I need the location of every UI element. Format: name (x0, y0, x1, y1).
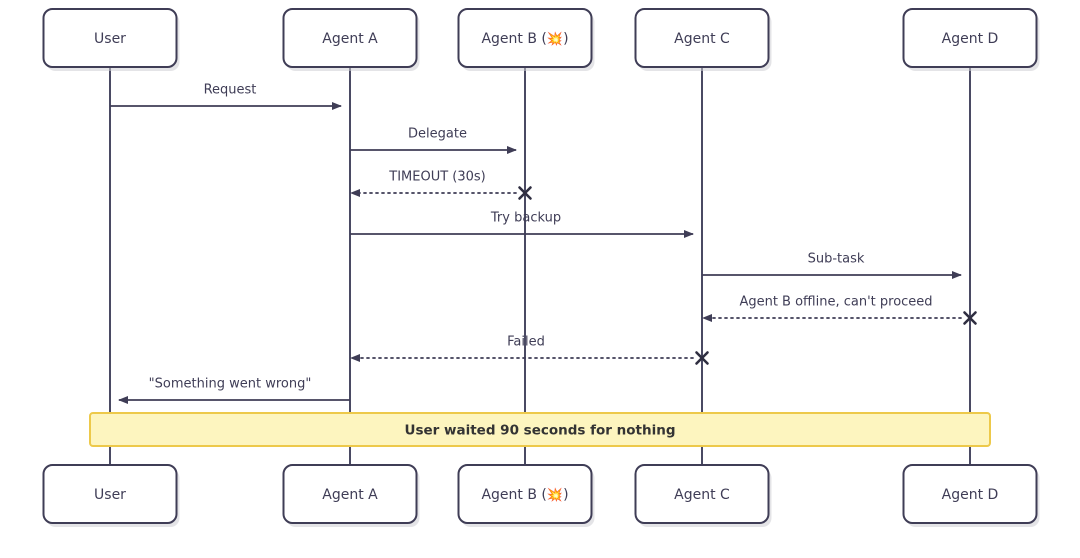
message-arrowhead-m3 (350, 189, 360, 197)
actor-label-agent_d: Agent D (942, 487, 999, 503)
actors-top-group: User Agent A Agent B (💥) Agent C Agent D (42, 8, 1040, 71)
message-label-m5: Sub-task (808, 252, 865, 267)
note-box (89, 412, 991, 447)
message-m3: TIMEOUT (30s) (350, 170, 532, 200)
actor-box-agent_b[interactable] (457, 8, 593, 68)
message-m4: Try backup (350, 211, 694, 238)
message-label-m1: Request (204, 83, 257, 98)
message-label-m3: TIMEOUT (30s) (388, 170, 485, 185)
actor-label-agent_b: Agent B (💥) (481, 487, 568, 504)
cross-icon-m7 (695, 351, 709, 365)
actor-label-user: User (94, 31, 126, 47)
message-label-m4: Try backup (490, 211, 561, 226)
lifelines-group (109, 67, 971, 465)
actor-label-user: User (94, 487, 126, 503)
message-m7: Failed (350, 335, 709, 365)
actor-box-agent_d[interactable] (902, 464, 1038, 524)
note-group: User waited 90 seconds for nothing (89, 412, 991, 447)
actors-bottom-group: User Agent A Agent B (💥) Agent C Agent D (42, 464, 1040, 527)
actor-box-agent_c[interactable] (634, 464, 770, 524)
message-label-m7: Failed (507, 335, 545, 350)
actor-label-agent_c: Agent C (674, 487, 730, 503)
actor-agent_d-bottom[interactable]: Agent D (902, 464, 1040, 527)
message-label-m2: Delegate (408, 127, 467, 142)
message-m6: Agent B offline, can't proceed (702, 295, 977, 325)
actor-agent_b-bottom[interactable]: Agent B (💥) (457, 464, 595, 527)
actor-agent_c-top[interactable]: Agent C (634, 8, 772, 71)
actor-user-top[interactable]: User (42, 8, 180, 71)
cross-icon-m3 (518, 186, 532, 200)
message-m5: Sub-task (702, 252, 962, 279)
actor-label-agent_a: Agent A (322, 31, 378, 47)
message-arrowhead-m7 (350, 354, 360, 362)
actor-agent_d-top[interactable]: Agent D (902, 8, 1040, 71)
actor-box-agent_c[interactable] (634, 8, 770, 68)
actor-label-agent_d: Agent D (942, 31, 999, 47)
actor-agent_c-bottom[interactable]: Agent C (634, 464, 772, 527)
actor-box-user[interactable] (42, 464, 178, 524)
message-arrowhead-m6 (702, 314, 712, 322)
message-m1: Request (110, 83, 342, 110)
actor-box-agent_d[interactable] (902, 8, 1038, 68)
actor-box-agent_a[interactable] (282, 8, 418, 68)
actor-box-agent_a[interactable] (282, 464, 418, 524)
message-m8: "Something went wrong" (118, 377, 350, 404)
actor-agent_a-bottom[interactable]: Agent A (282, 464, 420, 527)
actor-label-agent_a: Agent A (322, 487, 378, 503)
actor-user-bottom[interactable]: User (42, 464, 180, 527)
actor-label-agent_c: Agent C (674, 31, 730, 47)
message-label-m8: "Something went wrong" (149, 377, 312, 392)
actor-box-user[interactable] (42, 8, 178, 68)
actor-agent_a-top[interactable]: Agent A (282, 8, 420, 71)
message-label-m6: Agent B offline, can't proceed (739, 295, 932, 310)
note-label: User waited 90 seconds for nothing (404, 423, 675, 439)
actor-agent_b-top[interactable]: Agent B (💥) (457, 8, 595, 71)
message-m2: Delegate (350, 127, 517, 154)
actor-box-agent_b[interactable] (457, 464, 593, 524)
actor-label-agent_b: Agent B (💥) (481, 31, 568, 48)
cross-icon-m6 (963, 311, 977, 325)
